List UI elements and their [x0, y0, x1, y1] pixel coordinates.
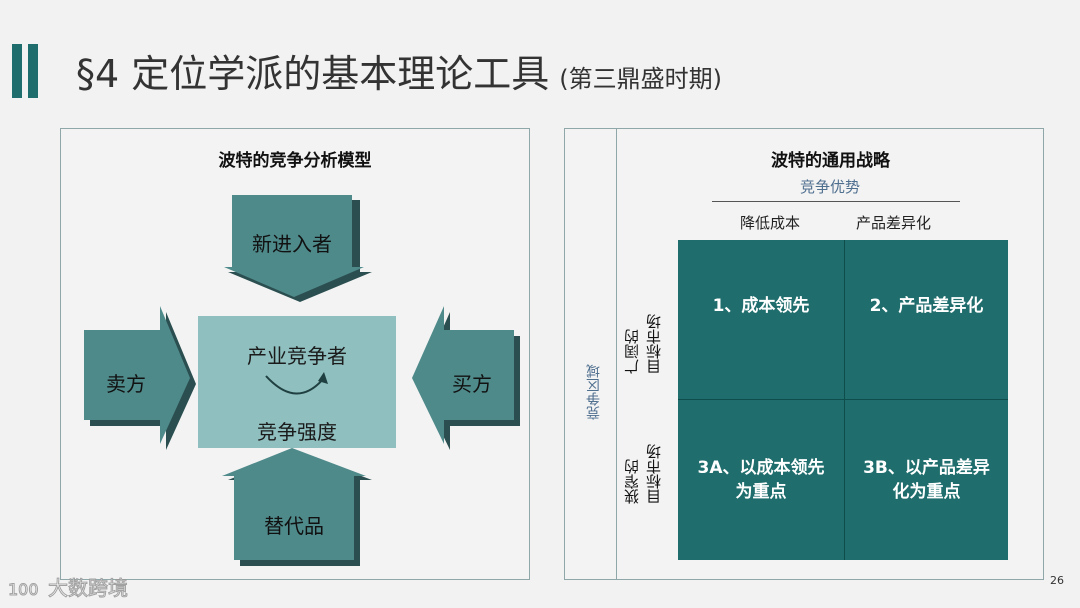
col-header-cost: 降低成本	[740, 214, 801, 232]
bottom-arrow-shape	[222, 448, 372, 566]
watermark-text: 大数跨境	[48, 576, 129, 601]
row-header-narrow-2: 目标市场	[645, 444, 663, 504]
grid-divider-h	[678, 399, 1008, 400]
right-arrow-label: 买方	[452, 372, 492, 396]
scope-label: 竞争区域	[586, 364, 602, 420]
panel-divider	[616, 129, 617, 579]
cell-differentiation-focus-line2: 化为重点	[892, 482, 961, 502]
row-header-broad-1: 广阔的	[623, 329, 641, 374]
page-number: 26	[1050, 574, 1064, 587]
grid-divider-v	[844, 240, 845, 560]
top-arrow-label: 新进入者	[252, 232, 332, 256]
row-header-narrow-1: 狭窄的	[623, 459, 641, 504]
row-header-broad-2: 目标市场	[645, 314, 663, 374]
watermark-logo-icon: 100	[8, 580, 40, 600]
cell-cost-focus-line1: 3A、以成本领先	[697, 458, 825, 478]
top-arrow-shape	[224, 195, 372, 302]
watermark: 100 大数跨境	[8, 572, 129, 601]
title-accent-bar	[12, 44, 22, 98]
industry-competitors-box: 产业竞争者 竞争强度	[198, 316, 396, 448]
left-arrow-shape	[84, 306, 196, 450]
page-title: §4 定位学派的基本理论工具 (第三鼎盛时期)	[76, 50, 722, 103]
col-header-differentiation: 产品差异化	[856, 214, 932, 232]
center-label-2: 竞争强度	[257, 420, 337, 444]
cell-differentiation-focus: 3B、以产品差异 化为重点	[845, 456, 1008, 504]
cell-cost-focus-line2: 为重点	[735, 482, 787, 502]
right-arrow-shape	[412, 306, 520, 450]
page-subtitle: (第三鼎盛时期)	[559, 65, 722, 93]
cell-differentiation: 2、产品差异化	[869, 296, 984, 316]
porter-model-title: 波特的竞争分析模型	[218, 151, 372, 171]
advantage-underline	[712, 201, 960, 202]
generic-strategies-title: 波特的通用战略	[771, 151, 890, 171]
title-accent-bar-2	[28, 44, 38, 98]
page-title-main: §4 定位学派的基本理论工具	[76, 52, 550, 96]
strategy-grid: 1、成本领先 2、产品差异化 3A、以成本领先 为重点 3B、以产品差异 化为重…	[678, 240, 1008, 560]
cycle-arrow-icon	[265, 372, 328, 395]
left-arrow-label: 卖方	[106, 372, 146, 396]
cell-cost-leadership: 1、成本领先	[712, 296, 810, 316]
center-label-1: 产业竞争者	[247, 344, 347, 368]
cell-differentiation-focus-line1: 3B、以产品差异	[863, 458, 990, 478]
bottom-arrow-label: 替代品	[264, 514, 324, 538]
cell-cost-focus: 3A、以成本领先 为重点	[678, 456, 844, 504]
advantage-label: 竞争优势	[800, 178, 861, 196]
